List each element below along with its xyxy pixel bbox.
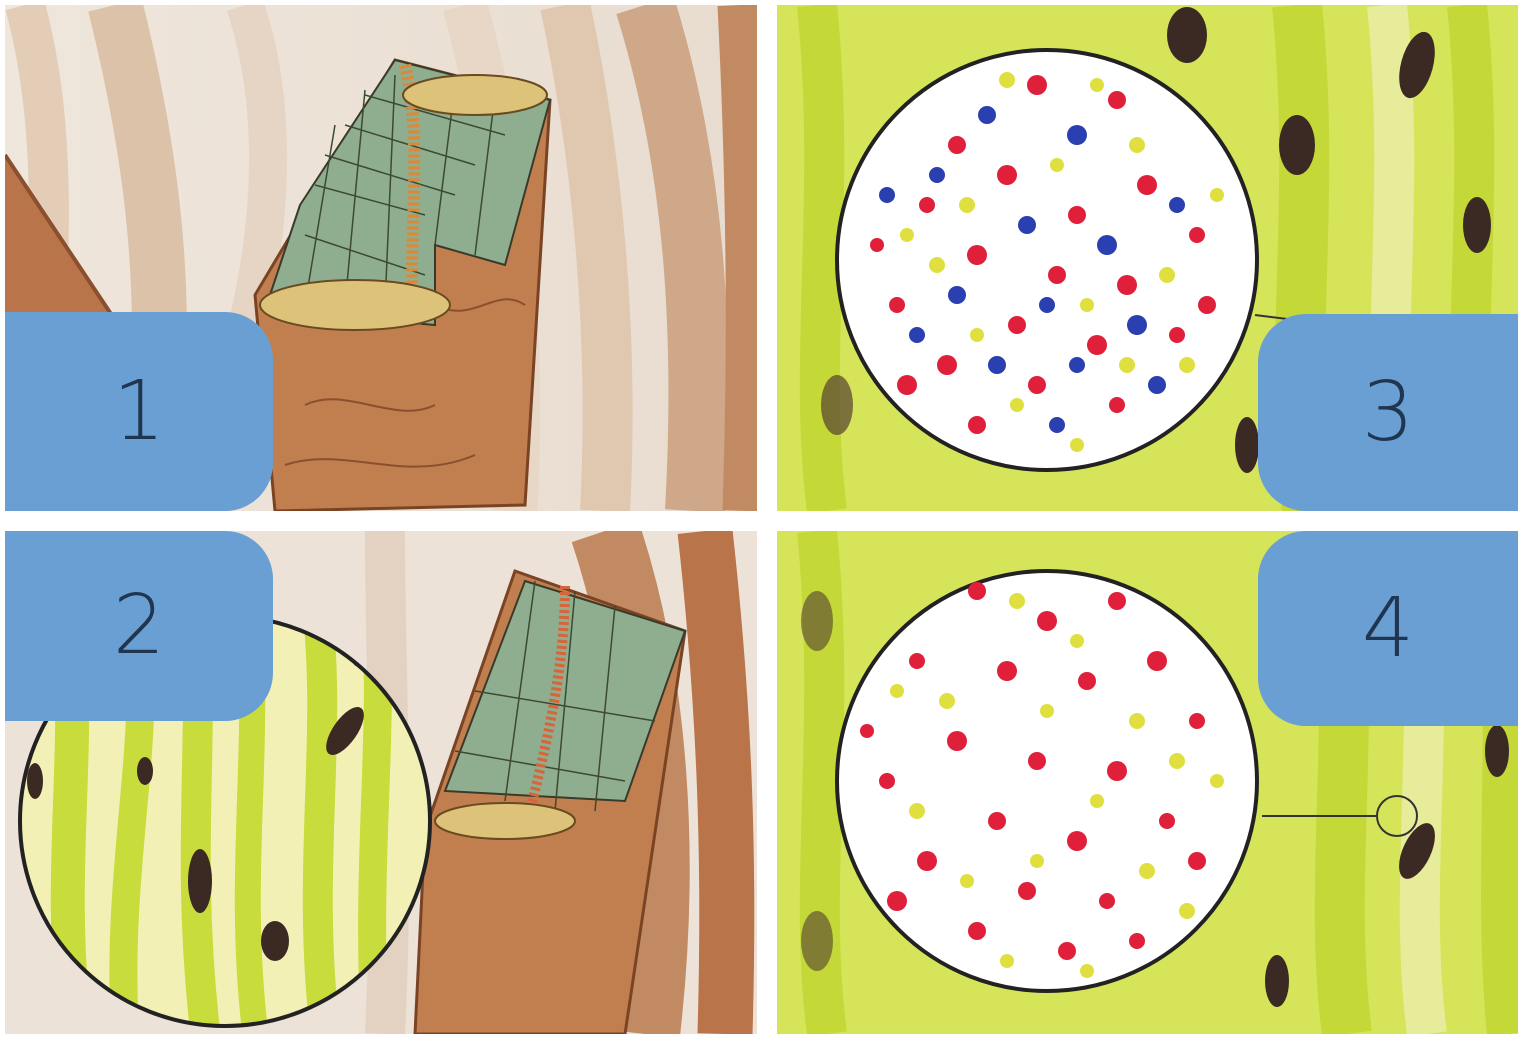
panel-2-number: 2 <box>113 585 165 667</box>
panel-1-number: 1 <box>113 371 165 453</box>
panel-3-number-badge: 3 <box>1258 314 1518 511</box>
panel-1-number-badge: 1 <box>5 312 273 511</box>
panel-4-number: 4 <box>1362 588 1414 670</box>
panel-2-number-badge: 2 <box>5 531 273 721</box>
panel-4-number-badge: 4 <box>1258 531 1518 726</box>
panel-3-number: 3 <box>1362 372 1414 454</box>
